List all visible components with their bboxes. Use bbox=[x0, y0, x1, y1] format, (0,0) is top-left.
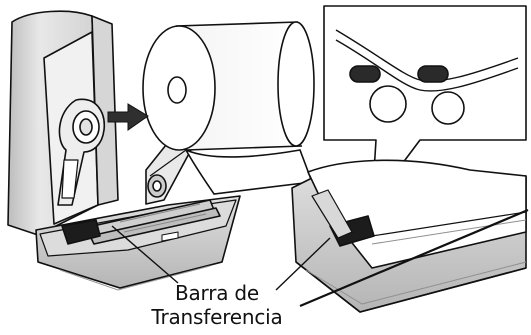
leader-line-right bbox=[275, 237, 331, 291]
left-marker bbox=[349, 65, 381, 83]
arrow-left-icon bbox=[107, 103, 149, 131]
guide-circle-right bbox=[431, 91, 465, 125]
leader-lines bbox=[111, 208, 529, 308]
roll-end bbox=[277, 21, 315, 147]
closeup-paper bbox=[307, 159, 527, 269]
long-leader-line bbox=[299, 208, 529, 308]
paper-roll bbox=[142, 21, 315, 195]
left-dispenser bbox=[7, 10, 241, 291]
transfer-bar-label: Barra de Transferencia bbox=[142, 281, 292, 329]
roll-core bbox=[167, 76, 187, 104]
paper-sheet bbox=[184, 148, 314, 195]
transfer-bar-clip bbox=[61, 219, 101, 245]
label-line-1: Barra de bbox=[174, 281, 260, 305]
detail-callout bbox=[323, 5, 527, 205]
guide-circle-left bbox=[369, 85, 407, 123]
leader-line-left bbox=[111, 225, 179, 284]
label-line-2: Transferencia bbox=[151, 305, 283, 329]
right-dispenser-closeup bbox=[291, 159, 527, 313]
right-marker bbox=[417, 65, 449, 83]
